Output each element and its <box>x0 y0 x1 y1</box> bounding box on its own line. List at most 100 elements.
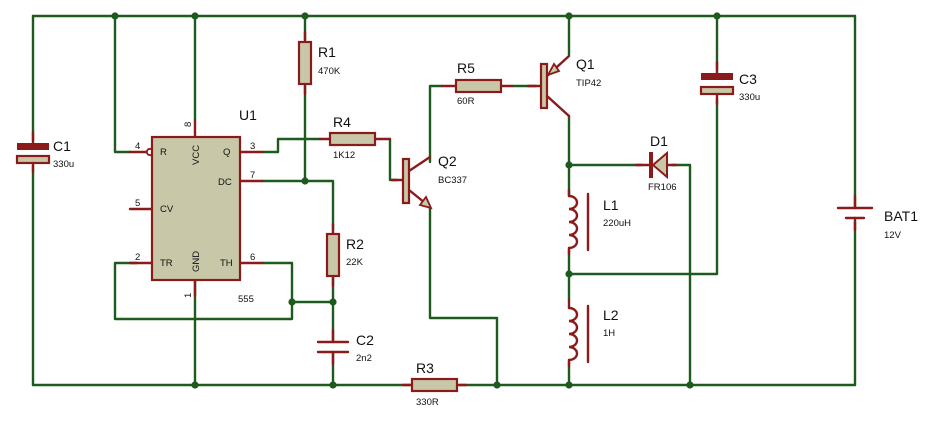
d1-value: FR106 <box>648 182 677 193</box>
c1-value: 330u <box>53 159 74 170</box>
r4-body <box>328 131 377 147</box>
d1-ref: D1 <box>650 133 668 149</box>
capacitor-c3: C3 330u <box>699 60 760 106</box>
u1-label-th: TH <box>220 258 233 269</box>
u1-body <box>150 135 242 282</box>
r4-value: 1K12 <box>333 150 355 161</box>
u1-pinnum-4: 4 <box>135 141 140 152</box>
wire-d1-out <box>670 163 692 387</box>
resistor-r1: R1 470K <box>297 30 341 96</box>
c3-plate-positive <box>701 73 733 80</box>
capacitor-c2: C2 2n2 <box>316 328 374 366</box>
wire-q2-e <box>428 205 499 387</box>
wire-reset <box>113 14 132 154</box>
c1-plate-positive <box>17 143 49 150</box>
r5-ref: R5 <box>457 60 475 76</box>
u1-label-vcc: VCC <box>191 145 202 165</box>
junctions <box>111 12 721 389</box>
u1-pinnum-1: 1 <box>183 293 194 298</box>
u1-pinnum-2: 2 <box>135 252 140 263</box>
r4-ref: R4 <box>333 114 351 130</box>
q2-emitter-arrow <box>418 195 433 210</box>
r3-value: 330R <box>416 397 439 408</box>
resistor-r5: R5 60R <box>440 60 514 107</box>
junction-dot <box>301 177 309 185</box>
q1-base-bar <box>539 62 549 110</box>
u1-pinnum-5: 5 <box>135 198 140 209</box>
transistor-q1-pnp: Q1 TIP42 <box>526 54 601 118</box>
r5-value: 60R <box>457 96 475 107</box>
junction-dot <box>329 381 337 389</box>
l2-value: 1H <box>603 328 615 339</box>
r1-ref: R1 <box>318 44 336 60</box>
bat1-ref: BAT1 <box>884 208 918 224</box>
r1-value: 470K <box>318 66 341 77</box>
l1-ref: L1 <box>603 197 619 213</box>
diode-d1: D1 FR106 <box>634 133 678 193</box>
inductor-l2: L2 1H <box>567 298 619 368</box>
u1-ref: U1 <box>239 107 257 123</box>
u1-pinnum-3: 3 <box>250 141 255 152</box>
junction-dot <box>191 381 199 389</box>
wires <box>31 14 857 387</box>
junction-dot <box>191 12 199 20</box>
capacitor-c1: C1 330u <box>15 130 74 174</box>
r1-body <box>297 40 313 86</box>
wire-th-loop <box>260 261 335 304</box>
resistor-r4: R4 1K12 <box>318 114 392 161</box>
l1-coil <box>567 194 579 250</box>
r2-value: 22K <box>346 257 364 268</box>
u1-label-r: R <box>160 147 167 158</box>
l1-value: 220uH <box>603 218 631 229</box>
r3-ref: R3 <box>416 360 434 376</box>
battery-bat1: BAT1 12V <box>836 194 918 241</box>
r5-body <box>454 78 503 94</box>
wire-q2-c <box>428 84 444 164</box>
wire-tr-loop <box>113 261 294 321</box>
inductor-l1: L1 220uH <box>567 188 631 256</box>
q1-emitter-arrow <box>546 62 561 77</box>
u1-pinnum-7: 7 <box>250 170 255 181</box>
c1-ref: C1 <box>53 138 71 154</box>
q1-collector <box>545 94 571 118</box>
transistor-q2-npn: Q2 BC337 <box>390 153 467 210</box>
u1-label-q: Q <box>223 147 230 158</box>
r2-body <box>325 232 341 278</box>
c2-value: 2n2 <box>356 353 372 364</box>
q2-value: BC337 <box>438 175 467 186</box>
u1-label-dc: DC <box>218 177 232 188</box>
ic-u1-555: R VCC Q DC CV TR GND TH 4 8 3 7 5 2 6 1 … <box>128 107 264 305</box>
q1-ref: Q1 <box>576 56 595 72</box>
junction-dot <box>565 12 573 20</box>
r3-body <box>410 377 459 393</box>
bat1-value: 12V <box>884 230 902 241</box>
junction-dot <box>301 12 309 20</box>
c3-ref: C3 <box>739 71 757 87</box>
wire-c3-node <box>567 97 719 276</box>
u1-label-cv: CV <box>160 204 174 215</box>
q2-collector <box>407 155 432 173</box>
junction-dot <box>565 381 573 389</box>
junction-dot <box>111 12 119 20</box>
u1-name: 555 <box>238 294 254 305</box>
q1-value: TIP42 <box>576 78 601 89</box>
junction-dot <box>288 298 296 306</box>
wire-dc <box>260 179 335 232</box>
l2-coil <box>567 306 579 362</box>
wire-r4-q2 <box>388 137 399 182</box>
junction-dot <box>686 381 694 389</box>
q2-ref: Q2 <box>438 153 457 169</box>
resistor-r3: R3 330R <box>401 360 468 408</box>
u1-label-tr: TR <box>160 258 173 269</box>
u1-label-gnd: GND <box>191 251 202 272</box>
u1-pinnum-6: 6 <box>250 252 255 263</box>
junction-dot <box>329 298 337 306</box>
junction-dot <box>565 161 573 169</box>
d1-triangle <box>651 150 668 180</box>
junction-dot <box>565 270 573 278</box>
junction-dot <box>493 381 501 389</box>
junction-dot <box>713 12 721 20</box>
r2-ref: R2 <box>346 236 364 252</box>
q2-base-bar <box>401 157 411 205</box>
